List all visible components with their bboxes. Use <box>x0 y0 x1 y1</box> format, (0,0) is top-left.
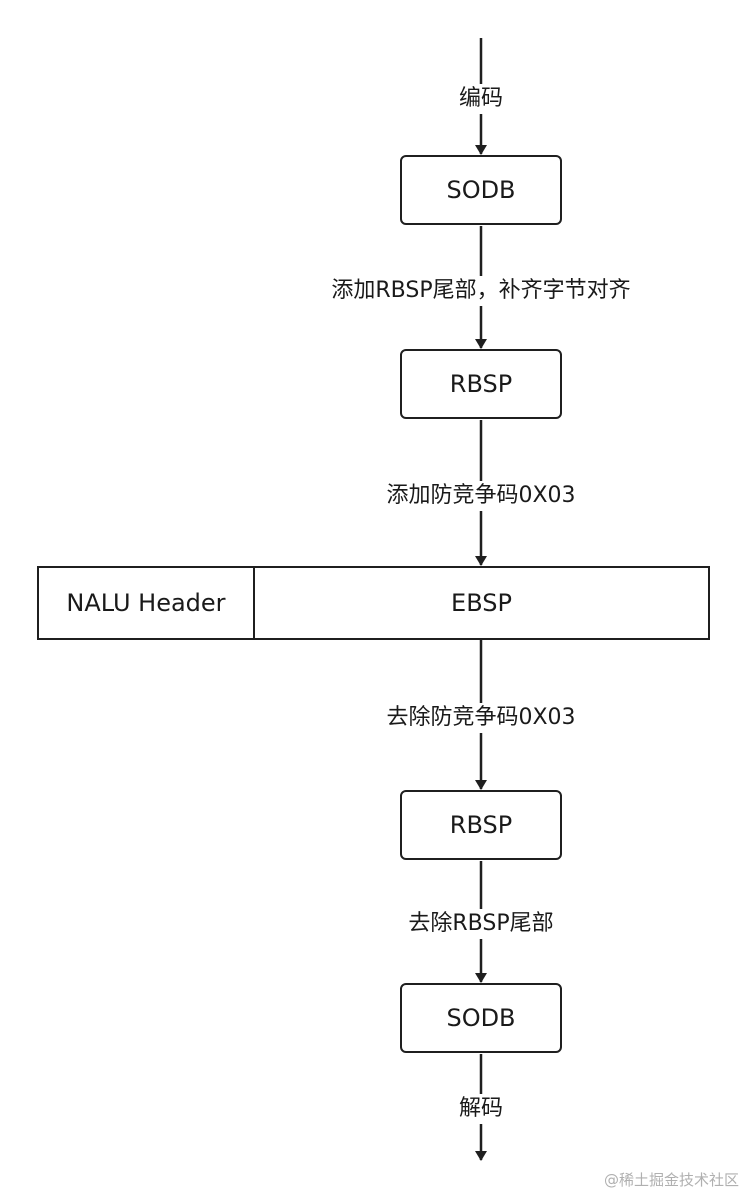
edge-label-add-emulation: 添加防竞争码0X03 <box>384 481 578 511</box>
node-sodb-top: SODB <box>400 155 562 225</box>
nalu-unit-bar: NALU Header EBSP <box>37 566 710 640</box>
ebsp-cell: EBSP <box>451 589 512 617</box>
watermark-text: @稀土掘金技术社区 <box>603 1171 739 1189</box>
nalu-header-cell: NALU Header <box>39 568 255 638</box>
edge-label-add-trailing: 添加RBSP尾部，补齐字节对齐 <box>329 276 633 306</box>
edge-label-remove-emulation: 去除防竞争码0X03 <box>384 703 578 733</box>
node-rbsp-bottom: RBSP <box>400 790 562 860</box>
edge-label-decode: 解码 <box>456 1094 506 1124</box>
edge-label-encode: 编码 <box>456 84 506 114</box>
edge-label-remove-trailing: 去除RBSP尾部 <box>406 909 556 939</box>
node-rbsp-top: RBSP <box>400 349 562 419</box>
node-sodb-bottom: SODB <box>400 983 562 1053</box>
